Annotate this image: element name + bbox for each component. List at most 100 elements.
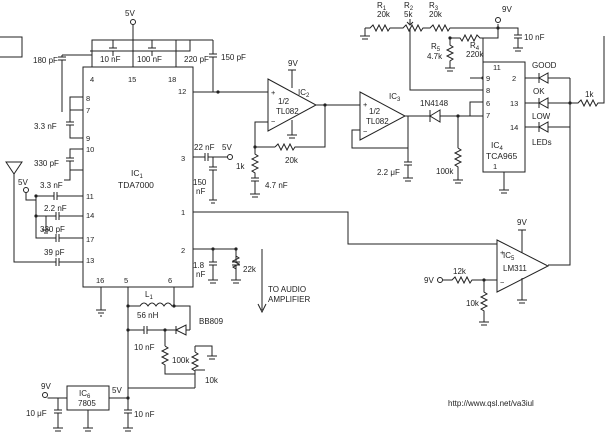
svg-text:13: 13 [86, 256, 94, 265]
svg-text:16: 16 [96, 276, 104, 285]
svg-text:10 nF: 10 nF [100, 55, 121, 64]
svg-text:100k: 100k [436, 167, 454, 176]
svg-text:+: + [363, 100, 368, 109]
ic6-7805: IC6 7805 9V 10 μF 5V 10 nF [26, 382, 155, 432]
svg-text:R1: R1 [377, 1, 387, 12]
svg-text:5: 5 [124, 276, 128, 285]
svg-text:3.3 nF: 3.3 nF [34, 122, 57, 131]
svg-text:BB809: BB809 [199, 317, 224, 326]
svg-text:TDA7000: TDA7000 [118, 180, 154, 190]
svg-text:3.3 nF: 3.3 nF [40, 181, 63, 190]
svg-text:9V: 9V [517, 218, 527, 227]
ic4-tca965: 11 9 8 6 7 1 2 13 14 IC4 TCA965 [469, 61, 526, 194]
svg-text:R5: R5 [431, 42, 441, 53]
svg-text:R4: R4 [470, 41, 480, 52]
svg-text:OK: OK [533, 87, 545, 96]
svg-text:5V: 5V [222, 143, 232, 152]
svg-text:10k: 10k [466, 299, 480, 308]
svg-text:TL082: TL082 [276, 107, 299, 116]
svg-text:9V: 9V [41, 382, 51, 391]
svg-text:nF: nF [196, 270, 205, 279]
svg-text:13: 13 [510, 99, 518, 108]
svg-text:−: − [271, 117, 276, 126]
svg-text:220 pF: 220 pF [184, 55, 209, 64]
svg-text:−: − [500, 278, 505, 287]
ic1-left-capacitors: 3.3 nF 330 pF [34, 96, 83, 181]
antenna-input-network: 5V 3.3 nF 2.2 nF 330 pF 39 pF [5, 161, 83, 266]
pin16-ground [96, 287, 106, 317]
svg-text:22 nF: 22 nF [194, 143, 215, 152]
svg-text:14: 14 [510, 123, 518, 132]
svg-text:7: 7 [86, 106, 90, 115]
svg-text:5V: 5V [18, 178, 28, 187]
svg-text:IC5: IC5 [503, 251, 515, 262]
svg-text:12k: 12k [453, 267, 467, 276]
svg-text:1.8: 1.8 [193, 261, 205, 270]
ic5-lm311: + − IC5 LM311 9V 9V 12k 10k [347, 212, 550, 326]
svg-text:220k: 220k [466, 50, 484, 59]
ic1-tda7000: IC1 TDA7000 4 15 18 12 8 7 9 10 11 14 17… [82, 66, 194, 288]
svg-text:8: 8 [86, 94, 90, 103]
svg-text:8: 8 [486, 86, 490, 95]
svg-text:9V: 9V [424, 276, 434, 285]
svg-text:22k: 22k [243, 265, 257, 274]
ic1-right-connections: 22 nF 5V 150 nF 1.8 nF 22k TO AUDIO AMPL… [193, 90, 497, 314]
svg-text:1/2: 1/2 [278, 97, 290, 106]
svg-text:7: 7 [486, 111, 490, 120]
svg-text:LEDs: LEDs [532, 138, 552, 147]
svg-text:9V: 9V [502, 5, 512, 14]
svg-text:TO AUDIO: TO AUDIO [268, 285, 306, 294]
reference-divider-network: R1 20k R2 5k R3 20k 9V 10 nF R4 220k R5 … [360, 1, 545, 91]
connector-bracket [0, 36, 23, 58]
svg-text:4: 4 [90, 75, 94, 84]
svg-text:3: 3 [181, 154, 185, 163]
svg-text:4.7 nF: 4.7 nF [265, 181, 288, 190]
svg-text:10k: 10k [205, 376, 219, 385]
svg-text:R2: R2 [404, 1, 414, 12]
svg-text:39 pF: 39 pF [44, 248, 65, 257]
svg-text:2.2 μF: 2.2 μF [377, 168, 400, 177]
svg-text:IC4: IC4 [491, 140, 504, 152]
svg-text:150 pF: 150 pF [221, 53, 246, 62]
svg-text:2.2 nF: 2.2 nF [44, 204, 67, 213]
svg-text:150: 150 [193, 178, 207, 187]
svg-text:9V: 9V [288, 59, 298, 68]
svg-text:5V: 5V [125, 9, 135, 18]
svg-text:1k: 1k [585, 90, 594, 99]
svg-text:LOW: LOW [532, 112, 551, 121]
ic1-top-capacitors: 180 pF 150 pF 10 nF 100 nF 220 pF 5V [33, 9, 246, 112]
svg-text:10 μF: 10 μF [26, 409, 47, 418]
svg-text:1: 1 [181, 208, 185, 217]
svg-text:12: 12 [178, 87, 186, 96]
svg-text:10 nF: 10 nF [524, 33, 545, 42]
svg-text:100 nF: 100 nF [137, 55, 162, 64]
svg-text:330 pF: 330 pF [34, 159, 59, 168]
svg-text:+: + [271, 88, 276, 97]
svg-text:10 nF: 10 nF [134, 343, 155, 352]
svg-text:10 nF: 10 nF [134, 410, 155, 419]
svg-text:6: 6 [486, 99, 490, 108]
svg-text:TCA965: TCA965 [486, 151, 517, 161]
source-url: http://www.qsl.net/va3iul [448, 399, 534, 408]
svg-text:11: 11 [86, 192, 94, 201]
svg-text:17: 17 [86, 235, 94, 244]
svg-text:2: 2 [512, 74, 516, 83]
status-leds: GOOD OK LOW LEDs 1k [525, 36, 605, 266]
svg-text:−: − [363, 127, 368, 136]
svg-text:IC3: IC3 [389, 92, 401, 103]
svg-text:9: 9 [486, 74, 490, 83]
svg-text:+: + [500, 248, 505, 257]
svg-text:56 nH: 56 nH [137, 311, 159, 320]
svg-text:6: 6 [168, 276, 172, 285]
svg-text:18: 18 [168, 75, 176, 84]
svg-text:R3: R3 [429, 1, 439, 12]
svg-text:20k: 20k [429, 10, 443, 19]
svg-text:LM311: LM311 [503, 264, 527, 273]
svg-text:nF: nF [196, 187, 205, 196]
tank-circuit: L1 56 nH 10 nF BB809 100k 10k [126, 287, 224, 389]
svg-text:15: 15 [128, 75, 136, 84]
svg-text:IC1: IC1 [131, 168, 144, 180]
svg-text:4.7k: 4.7k [427, 52, 443, 61]
